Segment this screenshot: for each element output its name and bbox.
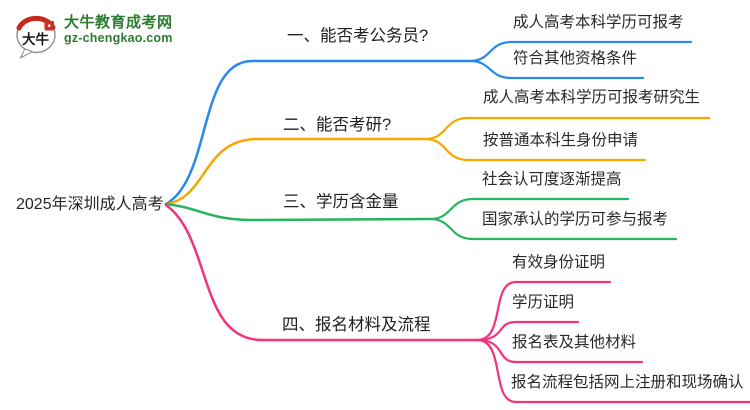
- branch-line-4: [164, 203, 479, 342]
- leaf-node-1-1[interactable]: 成人高考本科学历可报考: [513, 14, 684, 31]
- branch-node-3[interactable]: 三、学历含金量: [283, 193, 399, 211]
- branch-node-2[interactable]: 二、能否考研?: [283, 116, 392, 134]
- leaf-line-3-1: [428, 197, 630, 221]
- leaf-line-3-2: [428, 217, 678, 241]
- leaf-node-3-2[interactable]: 国家承认的学历可参与报考: [482, 211, 669, 228]
- branch-line-2: [164, 137, 427, 206]
- leaf-node-2-2[interactable]: 按普通本科生身份申请: [483, 132, 639, 149]
- site-logo[interactable]: 大牛 大牛教育成考网 gz-chengkao.com: [14, 14, 173, 60]
- branch-line-1: [164, 59, 472, 206]
- leaf-line-4-3: [475, 338, 644, 364]
- branch-node-1[interactable]: 一、能否考公务员?: [287, 27, 429, 45]
- logo-icon-text: 大牛: [22, 31, 49, 47]
- leaf-node-4-4[interactable]: 报名流程包括网上注册和现场确认: [511, 374, 744, 391]
- leaf-node-4-3[interactable]: 报名表及其他材料: [512, 334, 637, 351]
- leaf-line-1-1: [468, 40, 693, 63]
- site-name: 大牛教育成考网: [64, 14, 173, 31]
- leaf-line-4-4: [475, 338, 750, 404]
- branch-line-3: [164, 202, 432, 222]
- root-node[interactable]: 2025年深圳成人高考: [16, 196, 164, 213]
- leaf-line-4-1: [475, 280, 612, 342]
- leaf-node-2-1[interactable]: 成人高考本科学历可报考研究生: [483, 89, 701, 106]
- branch-node-4[interactable]: 四、报名材料及流程: [282, 316, 431, 334]
- leaf-node-3-1[interactable]: 社会认可度逐渐提高: [482, 171, 622, 188]
- dainiu-logo-icon: 大牛: [16, 15, 56, 59]
- site-url: gz-chengkao.com: [64, 31, 173, 45]
- leaf-node-4-2[interactable]: 学历证明: [512, 294, 575, 311]
- leaf-line-1-2: [468, 59, 645, 80]
- leaf-line-2-2: [423, 137, 647, 162]
- leaf-node-1-2[interactable]: 符合其他资格条件: [513, 50, 638, 67]
- leaf-line-2-1: [423, 116, 711, 141]
- leaf-line-4-2: [475, 320, 580, 342]
- leaf-node-4-1[interactable]: 有效身份证明: [512, 254, 606, 271]
